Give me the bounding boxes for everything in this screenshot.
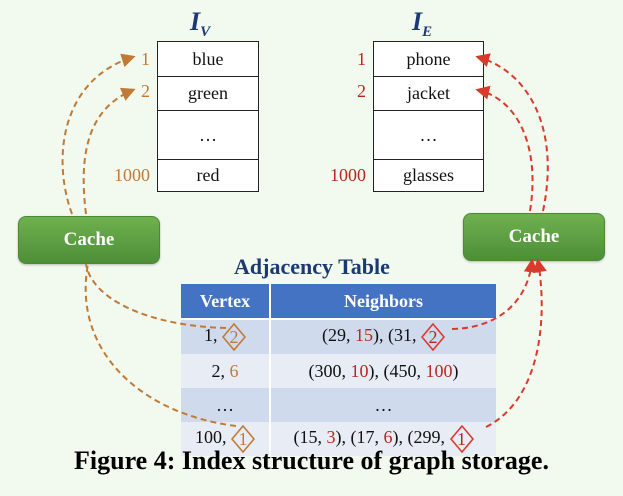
iv-row-number: 1000 (114, 165, 150, 185)
iv-title: IV (190, 9, 210, 40)
cell-text: 15 (355, 325, 373, 346)
cell-text: ), (31, (373, 325, 421, 346)
iv-cell: green (158, 76, 258, 110)
arrow-cache-to-ie-1 (475, 53, 549, 212)
cell-text: 6 (383, 427, 393, 448)
iv-title-main: I (190, 7, 201, 36)
neighbors-header: Neighbors (270, 284, 496, 320)
cell-text: 10 (350, 360, 369, 381)
table-row: 100, 1 (15, 3), (17, 6), (299, 1 (181, 422, 496, 456)
arrow-cache-to-ie-2 (475, 85, 534, 212)
cell-text: ), (299, (392, 427, 450, 448)
neighbors-cell: (29, 15), (31, 2 (270, 319, 496, 354)
ie-title-sub: E (422, 24, 433, 41)
vertex-header: Vertex (181, 284, 271, 320)
ie-cell: glasses (374, 159, 483, 191)
adjacency-title: Adjacency Table (234, 254, 390, 279)
table-row: 1, 2 (29, 15), (31, 2 (181, 319, 496, 354)
iv-row-number: 1 (141, 49, 150, 69)
iv-table: blue green … red (157, 41, 259, 192)
iv-cell: blue (192, 48, 224, 69)
adjacency-header-row: Vertex Neighbors (181, 284, 496, 320)
arrow-neighbor-1-to-cache (485, 258, 547, 428)
iv-cell: red (158, 159, 258, 191)
ie-row-number: 1000 (330, 165, 366, 185)
ie-title: IE (412, 9, 432, 40)
iv-row-number: 2 (141, 81, 150, 101)
arrow-cache-to-iv-1 (61, 53, 136, 215)
ie-row-number: 2 (357, 81, 366, 101)
cache-right-box: Cache (463, 213, 605, 261)
figure-caption: Figure 4: Index structure of graph stora… (74, 446, 549, 475)
ie-table: phone jacket … glasses (373, 41, 484, 192)
cell-text: (15, (293, 427, 327, 448)
iv-title-sub: V (200, 24, 211, 41)
cell-text: 6 (229, 360, 239, 381)
cell-text: … (216, 394, 234, 415)
neighbors-cell: (15, 3), (17, 6), (299, 1 (270, 422, 496, 456)
cell-text: 2, (211, 360, 230, 381)
vertex-cell: 2, 6 (181, 354, 271, 388)
diamond-marker: 1 (449, 425, 474, 453)
cell-text: ), (450, (368, 360, 426, 381)
cell-text: ) (452, 360, 459, 381)
diamond-marker: 1 (231, 425, 255, 453)
cache-left-box: Cache (18, 216, 160, 264)
cell-text: 3 (326, 427, 336, 448)
iv-cell: … (158, 110, 258, 159)
neighbors-cell: (300, 10), (450, 100) (270, 354, 496, 388)
ie-cell: … (374, 110, 483, 159)
cell-text: 100 (425, 360, 453, 381)
arrow-vertex-100-to-cache (84, 263, 237, 427)
neighbors-cell: … (270, 388, 496, 422)
ie-row-number: 1 (357, 49, 366, 69)
vertex-cell: 100, 1 (181, 422, 271, 456)
adjacency-table: Vertex Neighbors 1, 2 (29, 15), (31, 2 2… (181, 284, 496, 456)
arrow-neighbor-2-to-cache (451, 258, 538, 330)
vertex-cell: 1, 2 (181, 319, 271, 354)
cell-text: (300, (308, 360, 351, 381)
arrow-vertex-1-to-cache (85, 263, 227, 329)
vertex-cell: … (181, 388, 271, 422)
cell-text: (29, (322, 325, 355, 346)
diamond-marker: 2 (421, 323, 445, 351)
table-row: … … (181, 388, 496, 422)
table-row: 2, 6 (300, 10), (450, 100) (181, 354, 496, 388)
cell-text: … (374, 394, 393, 415)
cell-text: 100, (195, 427, 231, 448)
cell-text: 1, (204, 325, 222, 346)
cell-text: ), (17, (335, 427, 384, 448)
arrow-cache-to-iv-2 (82, 87, 136, 215)
diamond-marker: 2 (222, 323, 246, 351)
ie-cell: jacket (374, 76, 483, 110)
ie-cell: phone (406, 48, 451, 69)
ie-title-main: I (412, 7, 423, 36)
